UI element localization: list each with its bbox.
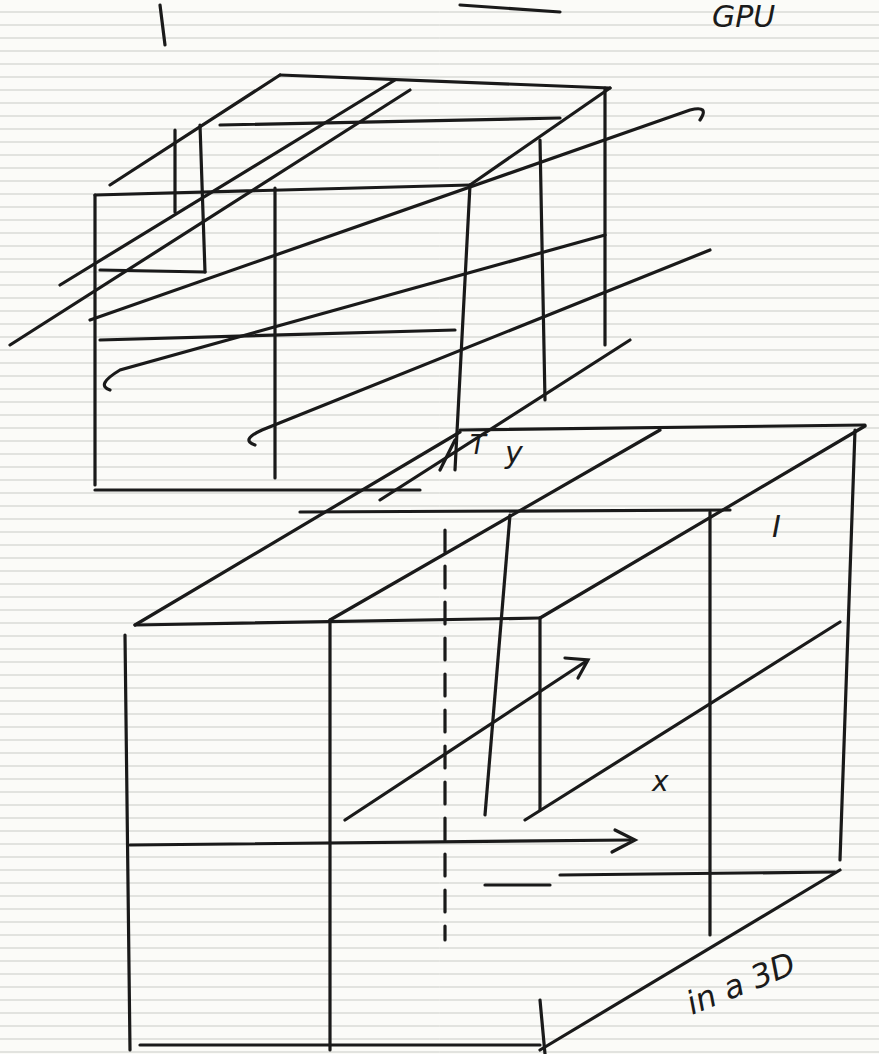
lower-cube bbox=[125, 425, 865, 1054]
handwritten-label: T bbox=[470, 432, 486, 458]
handwritten-label: x bbox=[652, 768, 669, 796]
upper-cube bbox=[10, 5, 710, 500]
handwritten-label: I bbox=[772, 512, 781, 542]
handwritten-label: GPU bbox=[712, 2, 775, 32]
handwritten-label: y bbox=[505, 438, 523, 468]
